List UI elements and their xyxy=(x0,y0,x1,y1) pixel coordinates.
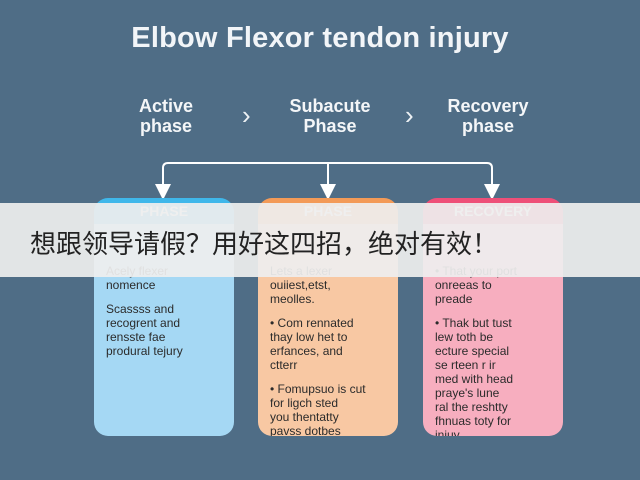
card-text: • Thak but tust lew toth be ecture speci… xyxy=(435,316,514,436)
chevron-right-icon: › xyxy=(242,100,251,130)
card-body: Lets a lexer ouiiest,etst, meolles. • Co… xyxy=(270,264,386,436)
phase-label-subacute: Subacute Phase xyxy=(289,96,371,136)
card-text: • Com rennated thay low het to erfances,… xyxy=(270,316,354,372)
card-text: • Fomupsuo is cut for ligch sted you the… xyxy=(270,382,366,436)
card-text: Scassss and recogrent and rensste fae pr… xyxy=(106,302,183,358)
chevron-right-icon: › xyxy=(405,100,414,130)
overlay-banner-text: 想跟领导请假？用好这四招，绝对有效！ xyxy=(30,230,499,260)
card-body: • That your port onreeas to preade • Tha… xyxy=(435,264,551,436)
overlay-banner xyxy=(0,203,640,277)
phase-label-recovery: Recovery phase xyxy=(447,96,529,136)
page-title: Elbow Flexor tendon injury xyxy=(131,22,509,54)
phase-label-active: Active phase xyxy=(138,96,194,136)
card-body: Acely flexer nomence Scassss and recogre… xyxy=(106,264,222,358)
